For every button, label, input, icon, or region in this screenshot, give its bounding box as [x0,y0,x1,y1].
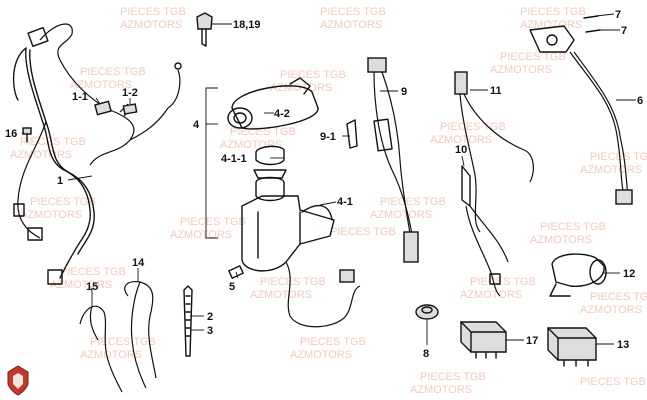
bolt-part [22,127,32,143]
watermark-text: PIECES TGB [80,66,146,78]
callout-17: 17 [526,335,538,347]
watermark-text: PIECES TGB [90,336,156,348]
callout-14: 14 [132,257,145,269]
relay-part [460,321,507,359]
grommet-part [415,304,439,320]
callout-labels: 1 1-1 1-2 16 18,19 4 4-2 4-1-1 4-1 5 9 9… [5,9,643,360]
callout-5: 5 [229,281,235,293]
callout-12: 12 [623,268,635,280]
relay-part [547,327,597,367]
watermark-text: PIECES TGB [280,69,346,81]
callout-7: 7 [615,9,621,21]
switch-part [461,165,509,297]
callout-13: 13 [617,339,629,351]
watermark-text: PIECES TGB [590,151,647,163]
watermark-text: PIECES TGB [260,276,326,288]
watermark-text: PIECES TGB [330,226,396,238]
watermark-text: AZMOTORS [490,64,552,76]
watermark-text: AZMOTORS [120,19,182,31]
stop-switch-part [529,15,633,205]
watermark-text: AZMOTORS [410,384,472,396]
watermark-text: AZMOTORS [430,134,492,146]
watermark-text: AZMOTORS [580,304,642,316]
callout-1-1: 1-1 [72,91,88,103]
callout-8: 8 [423,348,429,360]
callout-11: 11 [490,85,502,97]
watermark-text: AZMOTORS [10,149,72,161]
callout-9: 9 [401,86,407,98]
watermark-text: PIECES TGB [180,216,246,228]
ignition-cap-part [253,145,287,202]
watermark-text: PIECES TGB [440,121,506,133]
brand-logo [7,365,29,396]
clip-part [94,100,138,116]
callout-1: 1 [57,175,63,187]
watermark-text: PIECES TGB [420,371,486,383]
assembly-bracket [205,87,218,239]
callout-2: 2 [207,311,213,323]
watermark-text: AZMOTORS [80,349,142,361]
watermark-text: PIECES TGB [60,266,126,278]
callout-4-2: 4-2 [274,108,290,120]
watermark-text: AZMOTORS [70,79,132,91]
callout-10: 10 [455,144,467,156]
watermark-text: PIECES TGB [520,6,586,18]
watermark-text: AZMOTORS [290,349,352,361]
watermark-text: AZMOTORS [320,19,382,31]
watermark-text: AZMOTORS [270,82,332,94]
wiring-harness-part [12,23,182,285]
callout-7: 7 [621,25,627,37]
callout-1-2: 1-2 [122,87,138,99]
callout-18-19: 18,19 [233,19,261,31]
watermark-layer: PIECES TGB PIECES TGB PIECES TGB AZMOTOR… [10,6,647,396]
callout-15: 15 [86,281,98,293]
watermark-text: PIECES TGB [300,336,366,348]
watermark-text: AZMOTORS [50,279,112,291]
watermark-text: PIECES TGB [590,291,647,303]
callout-6: 6 [637,95,643,107]
watermark-text: AZMOTORS [20,209,82,221]
fuse-harness-part [346,57,419,263]
key-part [196,12,213,47]
watermark-text: PIECES TGB [470,276,536,288]
leader-lines [21,13,636,345]
callout-4-1: 4-1 [337,196,353,208]
watermark-text: PIECES TGB [120,6,186,18]
callout-4-1-1: 4-1-1 [221,153,247,165]
watermark-text: PIECES TGB [320,6,386,18]
cable-part [79,281,157,393]
ignition-switch-part [228,195,361,328]
watermark-text: AZMOTORS [220,139,282,151]
callout-16: 16 [5,128,17,140]
socket-part [549,253,607,297]
lock-cylinder-part [227,77,319,130]
callout-9-1: 9-1 [320,131,336,143]
watermark-text: AZMOTORS [170,229,232,241]
watermark-text: AZMOTORS [460,289,522,301]
watermark-text: AZMOTORS [520,19,582,31]
watermark-text: AZMOTORS [250,289,312,301]
watermark-text: PIECES TGB [380,196,446,208]
watermark-text: AZMOTORS [580,164,642,176]
watermark-text: PIECES TGB [580,376,646,388]
sensor-part [454,71,534,233]
cable-strap-part [183,285,193,357]
watermark-text: AZMOTORS [370,209,432,221]
watermark-text: PIECES TGB [500,51,566,63]
callout-4: 4 [193,119,200,131]
callout-3: 3 [207,325,213,337]
watermark-text: PIECES TGB [540,221,606,233]
watermark-text: PIECES TGB [30,196,96,208]
watermark-text: AZMOTORS [530,234,592,246]
